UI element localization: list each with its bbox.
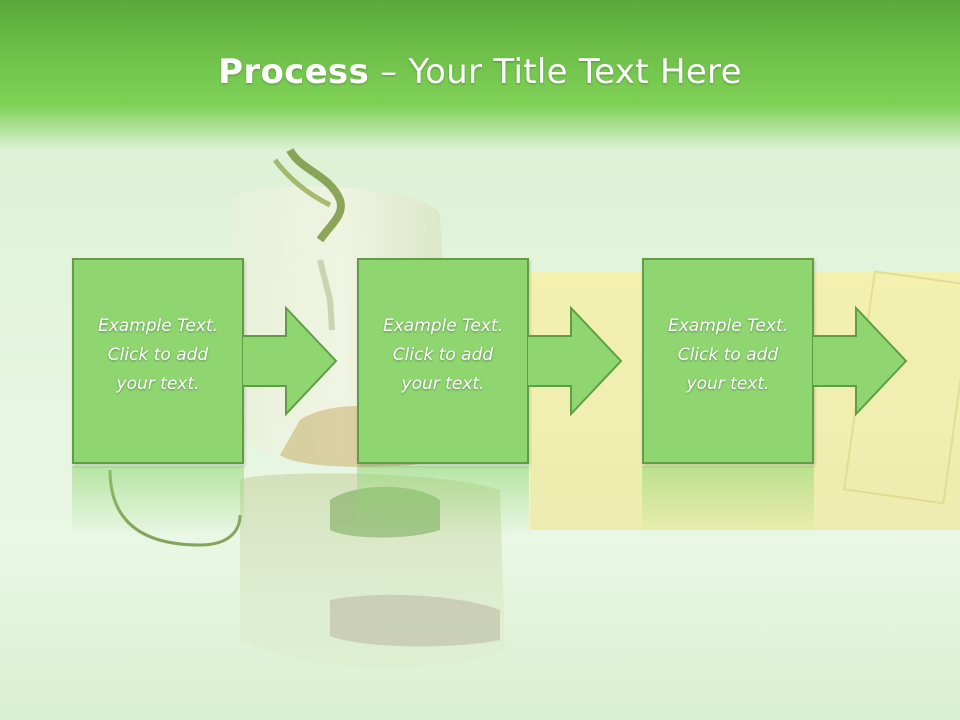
arrow-right-icon <box>242 306 338 416</box>
process-step-2[interactable]: Example Text. Click to add your text. <box>357 258 529 464</box>
process-step-1[interactable]: Example Text. Click to add your text. <box>72 258 244 464</box>
step-3-reflection <box>642 466 814 536</box>
slide-title[interactable]: Process – Your Title Text Here <box>0 52 960 92</box>
process-step-3[interactable]: Example Text. Click to add your text. <box>642 258 814 464</box>
step-2-text: Example Text. Click to add your text. <box>382 316 504 394</box>
slide-title-rest: – Your Title Text Here <box>369 52 742 92</box>
step-1-text: Example Text. Click to add your text. <box>97 316 219 394</box>
title-header-band <box>0 0 960 150</box>
slide-title-bold: Process <box>218 52 370 92</box>
arrow-right-icon <box>527 306 623 416</box>
step-2-reflection <box>357 466 529 536</box>
step-3-text: Example Text. Click to add your text. <box>667 316 789 394</box>
step-1-reflection <box>72 466 244 536</box>
arrow-right-icon <box>812 306 908 416</box>
